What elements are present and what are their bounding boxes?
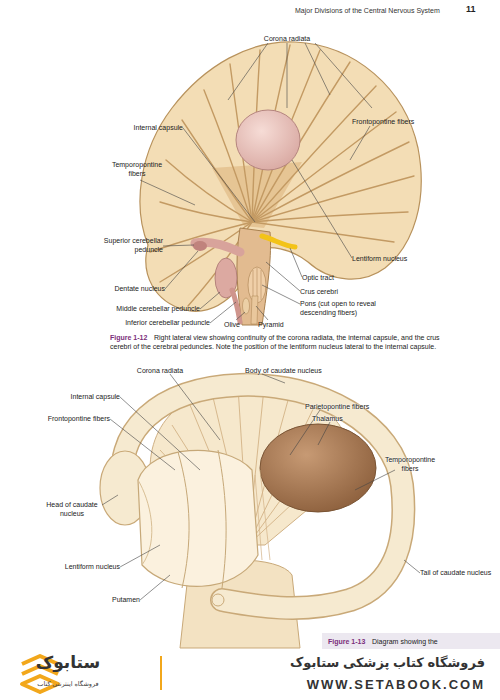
part-label: Internal capsule [93, 123, 183, 132]
lentiform-division [178, 452, 189, 588]
figure-number: Figure 1-13 [328, 637, 378, 646]
leader-lines [140, 43, 372, 323]
leader-line [170, 374, 220, 440]
figure-caption: Right lateral view showing continuity of… [110, 333, 440, 351]
corona-radiata-fibers [150, 45, 414, 306]
leader-line [236, 312, 245, 320]
part-label: Internal capsule [30, 392, 120, 401]
fiber [166, 160, 252, 222]
leader-line [120, 545, 160, 567]
fiber [150, 222, 252, 252]
part-label: Frontopontine fibers [352, 117, 452, 126]
dentate-nucleus-shape [193, 241, 207, 251]
leader-line [140, 180, 195, 205]
watermark-band [0, 650, 500, 700]
logo-divider [160, 656, 162, 690]
internal-capsule-fibers [255, 470, 270, 560]
leader-line [228, 43, 268, 100]
part-label: Tail of caudate nucleus [420, 568, 500, 577]
part-label: Crus cerebri [300, 287, 380, 296]
leader-line [200, 292, 220, 309]
leader-line [292, 160, 352, 258]
caudate-tail-knob [212, 594, 224, 606]
leader-line [210, 302, 236, 323]
watermark-url: WWW.SETABOOK.COM [225, 677, 485, 694]
leader-line [120, 397, 200, 470]
thalamus-shape [260, 424, 376, 512]
fiber [252, 176, 414, 222]
part-label: Olive [224, 320, 254, 329]
olive-shape [243, 298, 250, 314]
part-label: Thalamus [312, 414, 372, 423]
watermark-text: فروشگاه کتاب پزشکی ستابوک [225, 655, 485, 672]
caudate-outline [122, 385, 403, 608]
part-label: Temporopontine fibers [380, 455, 440, 473]
part-label: Putamen [80, 595, 140, 604]
logo-text: ستابوک [24, 652, 112, 674]
logo-tagline: فروشگاه اینترنتی کتاب [24, 680, 112, 688]
leader-line [266, 262, 300, 291]
leader-line [183, 128, 255, 222]
hemisphere-outline [140, 42, 421, 311]
leader-line [110, 419, 175, 470]
fiber [252, 212, 408, 222]
leader-line [163, 245, 194, 246]
caption-backdrop [322, 633, 500, 649]
leader-line [140, 575, 170, 600]
part-label: Inferior cerebellar peduncle [100, 318, 210, 327]
fiber [253, 270, 254, 300]
figure-number: Figure 1-12 [110, 333, 160, 342]
part-label: Optic tract [302, 273, 382, 282]
leader-line [262, 374, 285, 383]
part-label: Superior cerebellar peduncle [91, 236, 163, 254]
leader-line [355, 470, 395, 490]
basal-ganglia-view [100, 385, 403, 648]
fiber [255, 475, 262, 560]
part-label: Frontopontine fibers [20, 414, 110, 423]
leader-line [350, 126, 370, 160]
part-label: Head of caudate nucleus [42, 500, 102, 518]
part-label: Corona radiata [120, 366, 200, 375]
part-label: Lentiform nucleus [352, 254, 442, 263]
part-label: Parietopontine fibers [305, 402, 405, 411]
leader-line [404, 560, 420, 573]
page-header: Major Divisions of the Central Nervous S… [295, 6, 455, 15]
leader-line [102, 495, 118, 505]
part-label: Dentate nucleus [75, 284, 165, 293]
optic-tract-shape [262, 236, 295, 247]
leader-line [305, 43, 330, 95]
part-label: Lentiform nucleus [30, 562, 120, 571]
caudate-body [122, 385, 403, 608]
leader-lines [102, 374, 420, 600]
lentiform-nucleus-shape [236, 110, 300, 170]
pyramid-shape [251, 296, 258, 324]
putamen-facet [138, 480, 152, 565]
leader-line [287, 43, 288, 108]
leader-line [315, 43, 372, 108]
brain-lateral-view [140, 42, 421, 325]
part-label: Temporopontine fibers [107, 160, 167, 178]
leader-line [290, 248, 302, 277]
part-label: Pyramid [258, 320, 298, 329]
brainstem-shape [237, 228, 271, 325]
lentiform-division [218, 450, 226, 588]
figure-caption: Diagram showing the [372, 637, 497, 646]
part-label: Pons (cut open to reveal descending fibe… [300, 299, 392, 317]
fiber [260, 470, 270, 560]
leader-line [256, 306, 268, 320]
part-label: Body of caudate nucleus [245, 366, 355, 375]
leader-line [262, 285, 300, 304]
fiber [160, 202, 252, 222]
fiber [261, 270, 262, 300]
page-number: 11 [466, 4, 486, 16]
leader-line [165, 251, 198, 289]
part-label: Corona radiata [242, 34, 332, 43]
part-label: Middle cerebellar peduncle [90, 304, 200, 313]
lentiform-nucleus-body [138, 450, 258, 586]
leader-line [318, 422, 330, 445]
